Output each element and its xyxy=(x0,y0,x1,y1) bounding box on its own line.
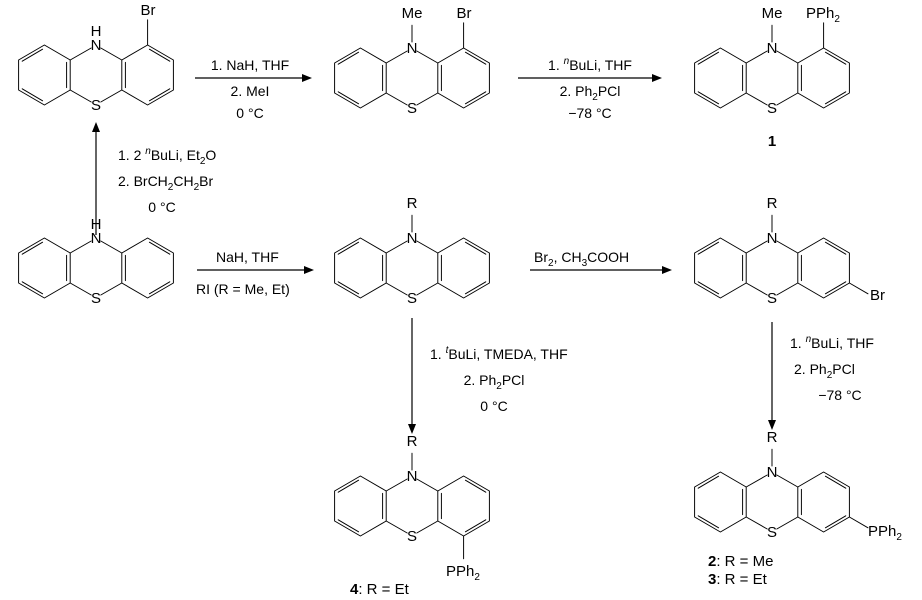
reagent-line1: NaH, THF xyxy=(216,249,279,265)
reagent: Br2, CH3COOH xyxy=(534,249,629,269)
atom-s: S xyxy=(91,97,101,114)
reaction-temp: −78 °C xyxy=(818,387,861,403)
atom-s: S xyxy=(407,100,417,117)
compound-label: 2: R = Me xyxy=(708,553,773,570)
reaction-temp: 0 °C xyxy=(148,199,175,215)
atom-n: N xyxy=(407,468,418,485)
atom-br: Br xyxy=(870,287,885,304)
reagent-step2: 2. Ph2PCl xyxy=(794,361,855,381)
atom-n: N xyxy=(91,230,102,247)
atom-s: S xyxy=(767,100,777,117)
compound-bromo-phenothiazine xyxy=(18,19,174,106)
compound-2-3 xyxy=(694,448,869,533)
reagent-step1: 1. 2 nBuLi, Et2O xyxy=(118,146,216,167)
reaction-temp: 0 °C xyxy=(480,398,507,414)
arrow-b-to-1 xyxy=(518,74,662,82)
atom-n: N xyxy=(767,230,778,247)
compound-label: 4: R = Et xyxy=(350,581,410,598)
compound-1 xyxy=(694,22,850,109)
compound-alkyl-phenothiazine xyxy=(334,214,490,299)
reagent-step2: 2. MeI xyxy=(231,83,270,99)
atom-n: N xyxy=(407,40,418,57)
atom-pph2: PPh2 xyxy=(446,563,480,583)
reagent-step1: 1. tBuLi, TMEDA, THF xyxy=(430,345,568,362)
atom-h: H xyxy=(91,216,102,233)
atom-s: S xyxy=(767,524,777,541)
atom-n: N xyxy=(407,230,418,247)
arrow-d-to-a xyxy=(92,122,100,235)
atom-n: N xyxy=(91,37,102,54)
reagent-step1: 1. nBuLi, THF xyxy=(548,56,632,73)
compound-bromo-alkyl-phenothiazine xyxy=(694,214,869,299)
atom-br: Br xyxy=(141,2,156,19)
compound-label: 3: R = Et xyxy=(708,571,768,588)
arrow-d-to-e xyxy=(197,266,314,274)
reagent-step2: 2. Ph2PCl xyxy=(464,372,525,392)
arrow-e-to-4 xyxy=(408,318,416,434)
atom-s: S xyxy=(767,290,777,307)
atom-r: R xyxy=(407,433,418,450)
reagent-step1: 1. NaH, THF xyxy=(211,57,289,73)
compound-bromo-methyl-phenothiazine xyxy=(334,22,490,109)
atom-s: S xyxy=(91,290,101,307)
atom-h: H xyxy=(91,23,102,40)
arrow-e-to-f xyxy=(530,266,672,274)
compound-4 xyxy=(334,452,490,560)
reagent-step1: 1. nBuLi, THF xyxy=(790,334,874,351)
atom-br: Br xyxy=(457,5,472,22)
atom-n: N xyxy=(767,40,778,57)
arrow-f-to-2-3 xyxy=(768,322,776,430)
compound-number: 1 xyxy=(768,133,776,150)
atom-s: S xyxy=(407,528,417,545)
reagent-step2: 2. Ph2PCl xyxy=(560,83,621,103)
atom-r: R xyxy=(767,195,778,212)
atom-s: S xyxy=(407,290,417,307)
atom-me: Me xyxy=(762,5,783,22)
arrow-a-to-b xyxy=(195,74,312,82)
reagent-step2: 2. BrCH2CH2Br xyxy=(118,173,213,193)
reagent-line2: RI (R = Me, Et) xyxy=(196,281,290,297)
atom-n: N xyxy=(767,464,778,481)
atom-r: R xyxy=(767,429,778,446)
atom-r: R xyxy=(407,195,418,212)
compound-phenothiazine xyxy=(18,237,174,299)
reaction-temp: 0 °C xyxy=(236,105,263,121)
atom-me: Me xyxy=(402,5,423,22)
reaction-temp: −78 °C xyxy=(568,105,611,121)
atom-pph2: PPh2 xyxy=(806,5,840,25)
atom-pph2: PPh2 xyxy=(868,523,902,543)
